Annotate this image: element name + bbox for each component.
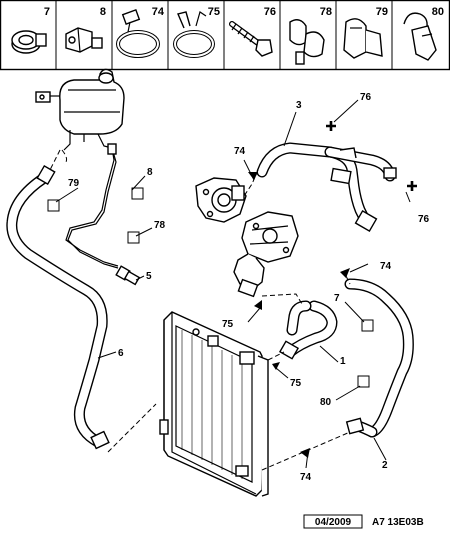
- callout-76-right: 76: [418, 214, 430, 225]
- callout-2: 2: [382, 460, 388, 471]
- expansion-tank: [35, 68, 125, 151]
- callout-3: 3: [296, 100, 302, 111]
- hose-7: [344, 278, 414, 438]
- hose-2: [261, 275, 378, 471]
- hook-clip-icon: [403, 12, 437, 61]
- callout-75-upper: 75: [222, 319, 234, 330]
- clip-marker-78: [127, 231, 140, 244]
- clip-marker-7: [361, 319, 374, 332]
- water-pump-housing: [195, 177, 247, 223]
- screw-marker-76-right: [407, 181, 417, 191]
- legend-label-79: 79: [376, 6, 388, 18]
- callout-74-right: 74: [380, 261, 392, 272]
- legend-label-76: 76: [264, 6, 276, 18]
- footer: 04/2009 A7 13E03B: [303, 514, 424, 529]
- callout-75-lower: 75: [290, 378, 302, 389]
- hose-1: [261, 293, 338, 361]
- callout-80: 80: [320, 397, 332, 408]
- spring-clamp-icon: [173, 11, 215, 58]
- callout-76-top: 76: [360, 92, 372, 103]
- thermostat-housing: [233, 211, 299, 298]
- double-pipe-clip-icon: [289, 19, 325, 65]
- parts-legend: 7 8 74 75: [0, 0, 450, 71]
- hose-6: [6, 149, 110, 450]
- level-sensor-wire: [65, 143, 141, 286]
- callout-6: 6: [118, 348, 124, 359]
- screw-icon: [229, 21, 273, 57]
- arrowheads: [248, 172, 350, 458]
- callout-79: 79: [68, 178, 80, 189]
- leader-lines: [55, 99, 411, 469]
- callout-74-bottom: 74: [300, 472, 312, 483]
- callout-7: 7: [334, 293, 340, 304]
- pipe-clip-icon: [65, 27, 103, 53]
- callout-1: 1: [340, 356, 346, 367]
- footer-date: 04/2009: [315, 517, 352, 528]
- clip-marker-79: [47, 199, 60, 212]
- clip-marker-80: [357, 375, 370, 388]
- hose-ring-clip-icon: [11, 30, 47, 54]
- legend-label-80: 80: [432, 6, 444, 18]
- legend-label-78: 78: [320, 6, 332, 18]
- screw-marker-76-top: [326, 121, 336, 131]
- hose-support-clip-icon: [343, 18, 383, 59]
- legend-label-8: 8: [100, 6, 106, 18]
- callout-8: 8: [147, 167, 153, 178]
- footer-reference: A7 13E03B: [372, 517, 424, 528]
- legend-label-75: 75: [208, 6, 220, 18]
- worm-drive-clamp-icon: [116, 9, 160, 58]
- callout-5: 5: [146, 271, 152, 282]
- callout-78: 78: [154, 220, 166, 231]
- clip-marker-8: [131, 187, 144, 200]
- legend-label-7: 7: [44, 6, 50, 18]
- legend-label-74: 74: [152, 6, 165, 18]
- hose-3: [243, 142, 397, 233]
- radiator: [159, 311, 269, 497]
- callout-74-top: 74: [234, 146, 246, 157]
